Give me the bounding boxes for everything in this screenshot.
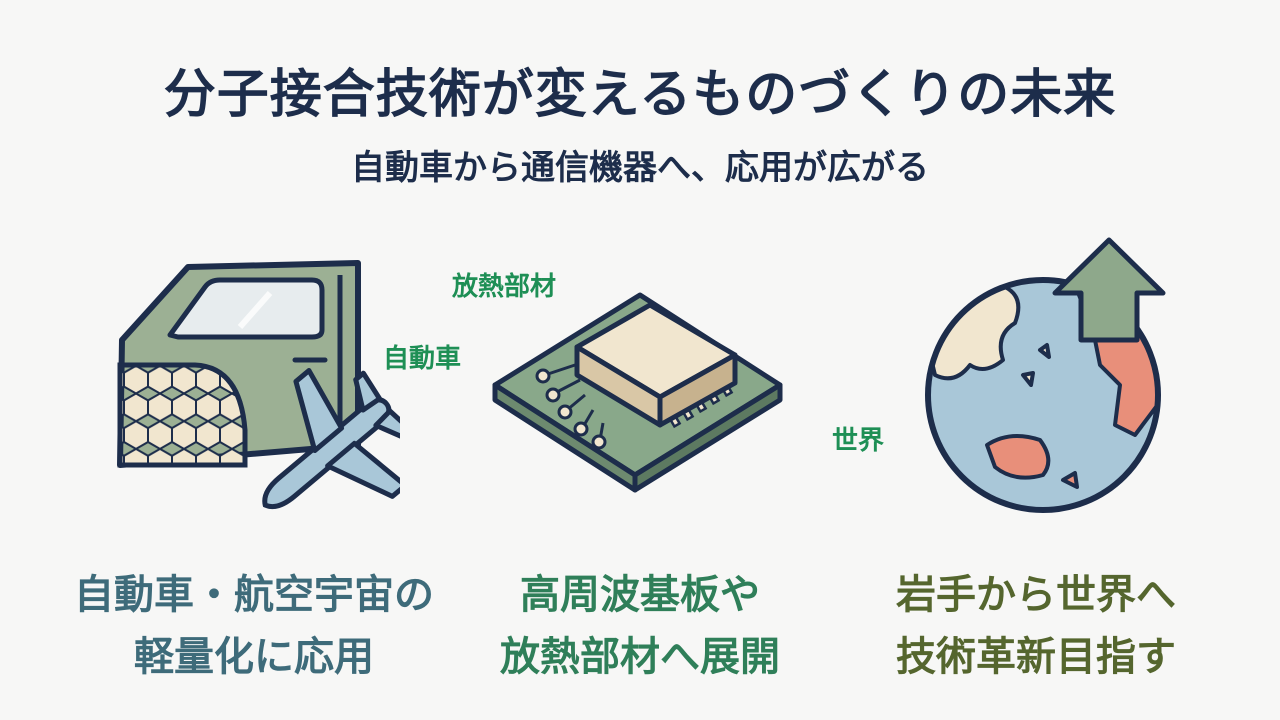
airplane-icon [262, 368, 400, 510]
chip-icon [492, 292, 783, 493]
chip-illustration [492, 292, 783, 493]
caption-automotive-line2: 軽量化に応用 [134, 634, 374, 680]
up-arrow-icon [1052, 237, 1166, 343]
label-automobile: 自動車 [383, 344, 462, 374]
car-airplane-illustration [117, 260, 400, 510]
caption-iwate-world: 岩手から世界へ 技術革新目指す [846, 564, 1226, 688]
label-world: 世界 [832, 426, 885, 456]
caption-high-frequency-line2: 放熱部材へ展開 [500, 634, 780, 680]
globe-illustration [925, 237, 1166, 513]
caption-automotive-line1: 自動車・航空宇宙の [74, 572, 434, 618]
label-heat-dissipation: 放熱部材 [452, 272, 557, 302]
caption-high-frequency-line1: 高周波基板や [520, 572, 760, 618]
caption-high-frequency: 高周波基板や 放熱部材へ展開 [450, 564, 830, 688]
page-title: 分子接合技術が変えるものづくりの未来 [163, 65, 1117, 125]
page-subtitle: 自動車から通信機器へ、応用が広がる [351, 148, 929, 188]
caption-iwate-world-line2: 技術革新目指す [896, 634, 1176, 680]
caption-iwate-world-line1: 岩手から世界へ [896, 572, 1176, 618]
caption-automotive: 自動車・航空宇宙の 軽量化に応用 [64, 564, 444, 688]
car-icon [117, 260, 361, 468]
